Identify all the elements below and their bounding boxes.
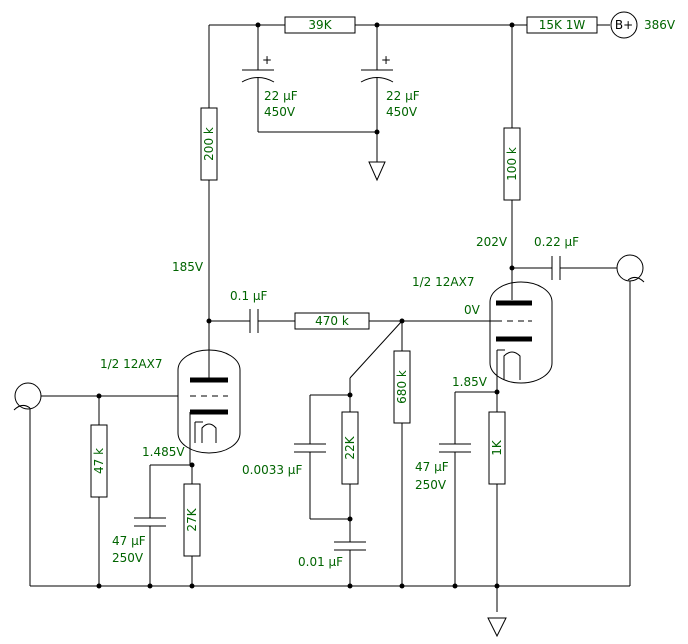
resistor-470k-label: 470 k: [315, 314, 349, 328]
resistor-1k-label: 1K: [490, 439, 504, 456]
bplus-symbol: B+: [615, 18, 633, 32]
resistor-39k-label: 39K: [308, 18, 332, 32]
filter-ground: [258, 129, 386, 182]
filter-cap-2-plus: +: [381, 53, 391, 67]
filter-cap-2: + 22 µF 450V: [360, 25, 420, 162]
resistor-27k: 27K: [183, 483, 201, 586]
filter-cap-2-rating: 450V: [386, 105, 418, 119]
resistor-200k: 200 k: [200, 107, 218, 181]
cathode-cap-2: 47 µF 250V: [415, 392, 471, 586]
tube-1-label: 1/2 12AX7: [100, 357, 162, 371]
bplus-terminal: B+ 386V: [610, 11, 676, 39]
stage1-plate-voltage: 185V: [172, 260, 204, 274]
cathode-cap-1: 47 µF 250V: [112, 465, 166, 586]
resistor-680k: 680 k: [393, 321, 411, 586]
filter-cap-1-rating: 450V: [264, 105, 296, 119]
stage2-plate-voltage: 202V: [476, 235, 508, 249]
resistor-15k-label: 15K 1W: [539, 18, 586, 32]
resistor-27k-label: 27K: [185, 507, 199, 531]
ground-symbol: [487, 617, 507, 638]
tube-1: 1/2 12AX7: [100, 349, 241, 465]
stage1-cathode-voltage: 1.485V: [142, 445, 185, 459]
resistor-15k-1w: 15K 1W: [526, 16, 598, 34]
tone-network: 0.0033 µF 22K 0.01 µF: [242, 320, 403, 586]
output-cap-0.22uf: 0.22 µF: [512, 235, 617, 280]
ground-bus: [30, 583, 630, 638]
resistor-47k: 47 k: [90, 396, 108, 586]
resistor-39k: 39K: [284, 16, 356, 34]
tube-2: 1/2 12AX7: [412, 275, 553, 392]
cathode-cap-2-value: 47 µF: [415, 460, 449, 474]
stage2-grid-voltage: 0V: [464, 303, 481, 317]
resistor-470k: 470 k: [294, 312, 370, 330]
cathode-cap-1-value: 47 µF: [112, 534, 146, 548]
filter-cap-1-value: 22 µF: [264, 89, 298, 103]
coupling-cap-label: 0.1 µF: [230, 289, 268, 303]
tone-cap-a-label: 0.0033 µF: [242, 463, 302, 477]
resistor-1k: 1K: [488, 411, 506, 612]
coupling-cap-0.1uf: 0.1 µF: [209, 289, 295, 333]
stage2-cathode-voltage: 1.85V: [452, 375, 488, 389]
filter-cap-1: + 22 µF 450V: [241, 25, 298, 132]
tone-cap-b-label: 0.01 µF: [298, 555, 343, 569]
top-rail: [208, 22, 610, 108]
output-cap-label: 0.22 µF: [534, 235, 579, 249]
filter-cap-1-plus: +: [262, 53, 272, 67]
bplus-voltage: 386V: [644, 18, 676, 32]
resistor-200k-label: 200 k: [202, 127, 216, 161]
resistor-47k-label: 47 k: [92, 448, 106, 474]
resistor-100k: 100 k: [503, 25, 521, 300]
cathode-cap-1-rating: 250V: [112, 551, 144, 565]
cathode-cap-2-rating: 250V: [415, 478, 447, 492]
resistor-680k-label: 680 k: [395, 370, 409, 404]
tube-2-label: 1/2 12AX7: [412, 275, 474, 289]
resistor-100k-label: 100 k: [505, 147, 519, 181]
output-jack: [616, 254, 645, 586]
filter-cap-2-value: 22 µF: [386, 89, 420, 103]
tone-resistor-label: 22K: [343, 435, 357, 459]
